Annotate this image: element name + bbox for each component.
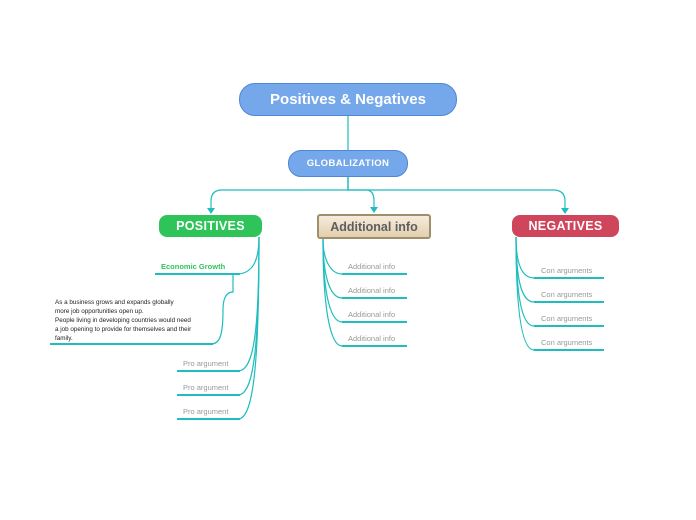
positives-branch[interactable]: POSITIVES [159, 215, 262, 237]
positives-branch-label: POSITIVES [176, 219, 245, 233]
central-topic[interactable]: GLOBALIZATION [288, 150, 408, 177]
arrow-head-negatives [561, 208, 569, 214]
connector-additional-3 [322, 238, 343, 323]
con-argument-topic[interactable]: Con arguments [541, 290, 593, 299]
negatives-branch-label: NEGATIVES [528, 219, 603, 233]
connector-center-positives [210, 177, 349, 212]
connector-positives-econ [237, 236, 260, 275]
note-line: As a business grows and expands globally [55, 299, 174, 306]
con-argument-topic[interactable]: Con arguments [541, 266, 593, 275]
pro-argument-topic[interactable]: Pro argument [183, 407, 229, 416]
connector-negatives-1 [515, 236, 535, 279]
connector-center-additional [347, 177, 375, 211]
connector-additional-4 [322, 238, 343, 347]
economic-growth-note[interactable]: As a business grows and expands globally… [55, 298, 215, 343]
note-line: a job opening to provide for themselves … [55, 326, 192, 333]
connector-negatives-4 [515, 236, 535, 351]
pro-argument-topic[interactable]: Pro argument [183, 383, 229, 392]
pro-argument-topic[interactable]: Pro argument [183, 359, 229, 368]
connector-additional-1 [322, 238, 343, 275]
con-argument-topic[interactable]: Con arguments [541, 314, 593, 323]
connector-negatives-3 [515, 236, 535, 327]
root-topic-label: Positives & Negatives [270, 91, 426, 108]
central-topic-label: GLOBALIZATION [306, 158, 390, 169]
additional-info-branch-label: Additional info [330, 219, 418, 234]
economic-growth-topic[interactable]: Economic Growth [161, 262, 226, 271]
note-line: family. [55, 335, 73, 342]
connector-center-negatives [347, 177, 566, 212]
negatives-branch[interactable]: NEGATIVES [512, 215, 619, 237]
note-line: People living in developing countries wo… [55, 317, 191, 324]
arrow-head-positives [207, 208, 215, 214]
root-topic[interactable]: Positives & Negatives [239, 83, 457, 116]
additional-info-branch[interactable]: Additional info [317, 214, 431, 239]
additional-info-topic[interactable]: Additional info [348, 334, 396, 343]
arrow-head-additional [370, 207, 378, 213]
additional-info-topic[interactable]: Additional info [348, 262, 396, 271]
additional-info-topic[interactable]: Additional info [348, 286, 396, 295]
connector-econ-note [211, 274, 234, 345]
additional-info-topic[interactable]: Additional info [348, 310, 396, 319]
note-line: more job opportunities open up. [55, 308, 144, 315]
connector-positives-pro3 [237, 236, 260, 420]
con-argument-topic[interactable]: Con arguments [541, 338, 593, 347]
